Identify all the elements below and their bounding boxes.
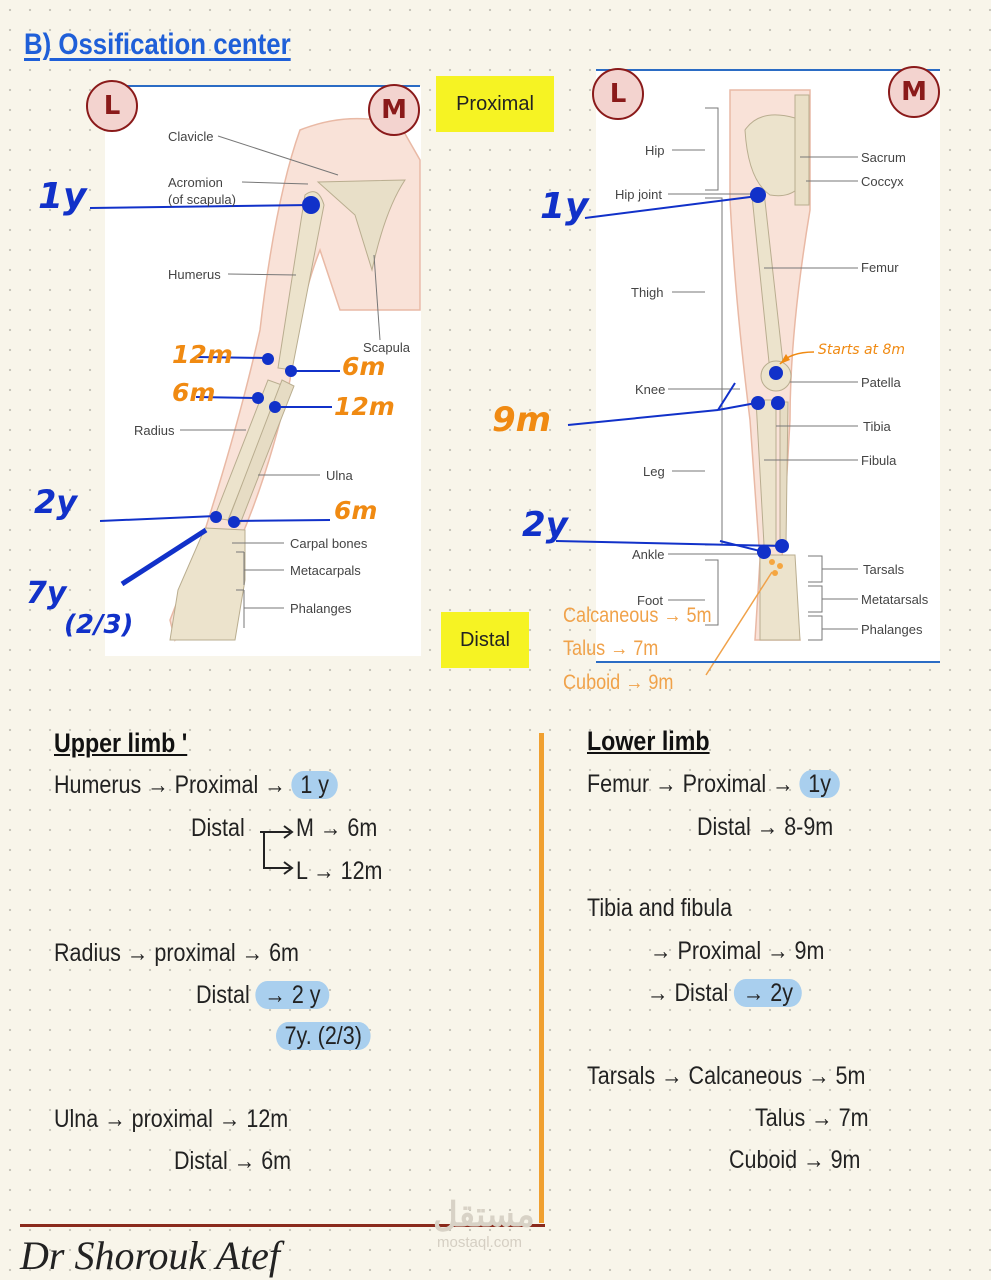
label-thigh: Thigh [631,285,664,300]
label-metacarpals: Metacarpals [290,563,361,578]
humerus-text: Humerus → Proximal → [54,771,286,799]
radius-line: Radius → proximal → 6m [54,939,299,967]
label-humerus: Humerus [168,267,221,282]
tibfib-title: Tibia and fibula [587,894,733,922]
column-divider [539,733,544,1223]
radius-extra-value: 7y. (2/3) [276,1022,371,1050]
label-coccyx: Coccyx [861,174,904,189]
humerus-line: Humerus → Proximal → 1 y [54,771,338,800]
label-hip-joint: Hip joint [615,187,662,202]
upper-limb-heading: Upper limb ' [54,728,188,758]
radius-distal: Distal → 2 y [196,981,330,1010]
tarsals-line: Tarsals → Calcaneous → 5m [587,1062,866,1090]
label-phalanges-upper: Phalanges [290,601,352,616]
annot-6m-ulna: 6m [334,496,378,525]
annot-patella-start: Starts at 8m [818,342,906,358]
radius-distal-text: Distal [196,981,250,1009]
label-hip: Hip [645,143,665,158]
ulna-distal: Distal → 6m [174,1147,292,1175]
radius-distal-value: → 2 y [255,981,330,1009]
humerus-lateral: L → 12m [296,857,383,885]
label-sacrum: Sacrum [861,150,906,165]
femur-prox-value: 1y [799,770,840,798]
label-of-scapula: (of scapula) [168,192,236,207]
label-leg: Leg [643,464,665,479]
label-radius: Radius [134,423,175,438]
tibfib-proximal: → Proximal → 9m [650,937,825,965]
humerus-prox-value: 1 y [291,771,338,799]
label-scapula: Scapula [363,340,410,355]
annot-12m-left: 12m [172,340,233,369]
tibfib-distal-value: → 2y [734,979,802,1007]
annot-9m: 9m [492,400,552,440]
humerus-branch-arrow [260,825,294,875]
tibfib-distal-text: → Distal [647,979,729,1007]
lateral-marker-upper: L [86,80,138,132]
lateral-marker-lower: L [592,68,644,120]
label-knee: Knee [635,382,666,397]
note-calcaneous: Calcaneous → 5m [563,604,712,627]
watermark-logo: مستقل [433,1196,535,1234]
signature: Dr Shorouk Atef [20,1233,280,1278]
annot-2y-upper: 2y [34,483,78,521]
annot-femur-prox: 1y [540,186,589,227]
label-ulna: Ulna [326,468,353,483]
label-patella: Patella [861,375,901,390]
cuboid-line: Cuboid → 9m [729,1146,861,1174]
distal-label: Distal [441,612,529,668]
label-tarsals: Tarsals [863,562,905,577]
watermark-url: mostaql.com [437,1234,523,1251]
note-talus: Talus → 7m [563,637,659,660]
label-tibia: Tibia [863,419,891,434]
annot-6m-right: 6m [342,352,386,381]
humerus-medial: M → 6m [296,814,378,842]
page-title: B) Ossification center [24,28,291,61]
annot-7y: 7y [26,576,67,611]
label-carpal-bones: Carpal bones [290,536,368,551]
tibfib-distal: → Distal → 2y [647,979,802,1008]
radius-extra: 7y. (2/3) [276,1022,371,1051]
note-cuboid: Cuboid → 9m [563,671,674,694]
talus-line: Talus → 7m [755,1104,869,1132]
label-metatarsals: Metatarsals [861,592,929,607]
label-acromion: Acromion [168,175,223,190]
label-ankle: Ankle [632,547,665,562]
lower-limb-heading: Lower limb [587,726,710,756]
femur-distal: Distal → 8-9m [697,813,834,841]
femur-text: Femur → Proximal → [587,770,794,798]
annot-2y-lower: 2y [522,505,568,545]
proximal-label: Proximal [436,76,554,132]
annot-humerus-prox: 1y [38,176,87,217]
label-fibula: Fibula [861,453,897,468]
medial-marker-lower: M [888,66,940,118]
femur-line: Femur → Proximal → 1y [587,770,840,799]
annot-12m-right: 12m [334,392,395,421]
annot-two-thirds: (2/3) [64,610,134,640]
medial-marker-upper: M [368,84,420,136]
footer-rule [20,1224,545,1227]
label-foot: Foot [637,593,664,608]
label-femur: Femur [861,260,899,275]
humerus-distal: Distal [191,814,245,842]
label-clavicle: Clavicle [168,129,214,144]
annot-6m-left: 6m [172,378,216,407]
ulna-line: Ulna → proximal → 12m [54,1105,289,1133]
label-phalanges-lower: Phalanges [861,622,923,637]
